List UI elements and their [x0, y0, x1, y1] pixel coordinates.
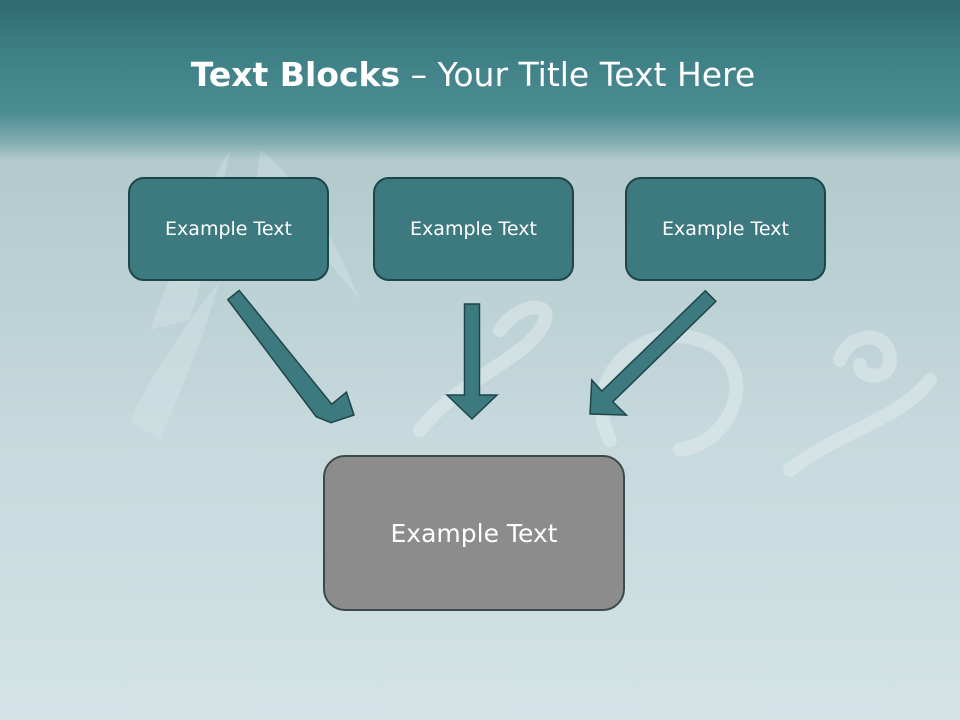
slide-title: Text Blocks – Your Title Text Here	[0, 52, 946, 98]
result-block: Example Text	[323, 455, 625, 611]
arrow-left-to-center	[226, 289, 355, 424]
title-bar: Text Blocks – Your Title Text Here	[0, 0, 960, 160]
text-block-1-label: Example Text	[165, 218, 292, 240]
text-block-3: Example Text	[625, 177, 826, 281]
text-block-2-label: Example Text	[410, 218, 537, 240]
title-bold-part: Text Blocks	[190, 55, 401, 94]
arrow-middle-to-center	[445, 303, 499, 421]
text-block-3-label: Example Text	[662, 218, 789, 240]
result-block-label: Example Text	[390, 518, 558, 548]
arrow-right-to-center	[589, 289, 717, 416]
text-block-1: Example Text	[128, 177, 329, 281]
text-block-2: Example Text	[373, 177, 574, 281]
title-rest-part: Your Title Text Here	[437, 55, 756, 94]
title-separator: –	[400, 55, 438, 94]
